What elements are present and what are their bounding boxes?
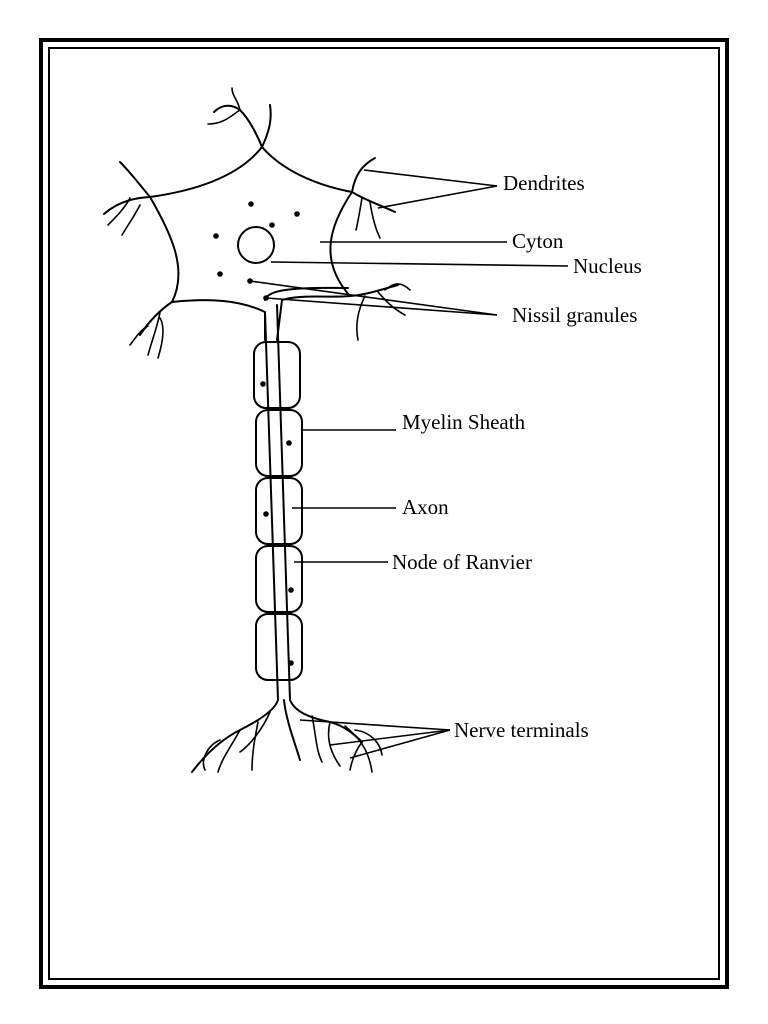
nissil-leader-top	[249, 280, 498, 316]
nerve-terminals-leader-2	[329, 729, 451, 746]
nucleus-circle	[237, 226, 275, 264]
dendrites-leader-bottom	[377, 185, 498, 209]
label-myelin-sheath: Myelin Sheath	[402, 410, 526, 434]
nerve-terminal-branches	[191, 699, 383, 773]
label-dendrites: Dendrites	[503, 171, 585, 195]
label-cyton: Cyton	[512, 229, 564, 253]
nerve-terminals-leader-1	[299, 719, 451, 731]
axon-lines	[264, 286, 349, 701]
label-nissil-granules: Nissil granules	[512, 303, 637, 327]
label-nucleus: Nucleus	[573, 254, 642, 278]
dendrite-branches	[103, 87, 411, 359]
schwann-nuclei-dots	[260, 381, 294, 666]
label-axon: Axon	[402, 495, 449, 519]
dendrites-leader-top	[363, 169, 498, 187]
label-leader-lines	[249, 169, 569, 759]
label-node-of-ranvier: Node of Ranvier	[392, 550, 532, 574]
cyton-outline	[149, 146, 353, 341]
nissil-leader-bottom	[265, 297, 498, 316]
myelin-sheath-segments	[253, 341, 303, 681]
nerve-terminals-leader-3	[349, 729, 451, 759]
double-border-frame	[39, 38, 729, 989]
nucleus-leader	[270, 261, 569, 267]
label-nerve-terminals: Nerve terminals	[454, 718, 589, 742]
